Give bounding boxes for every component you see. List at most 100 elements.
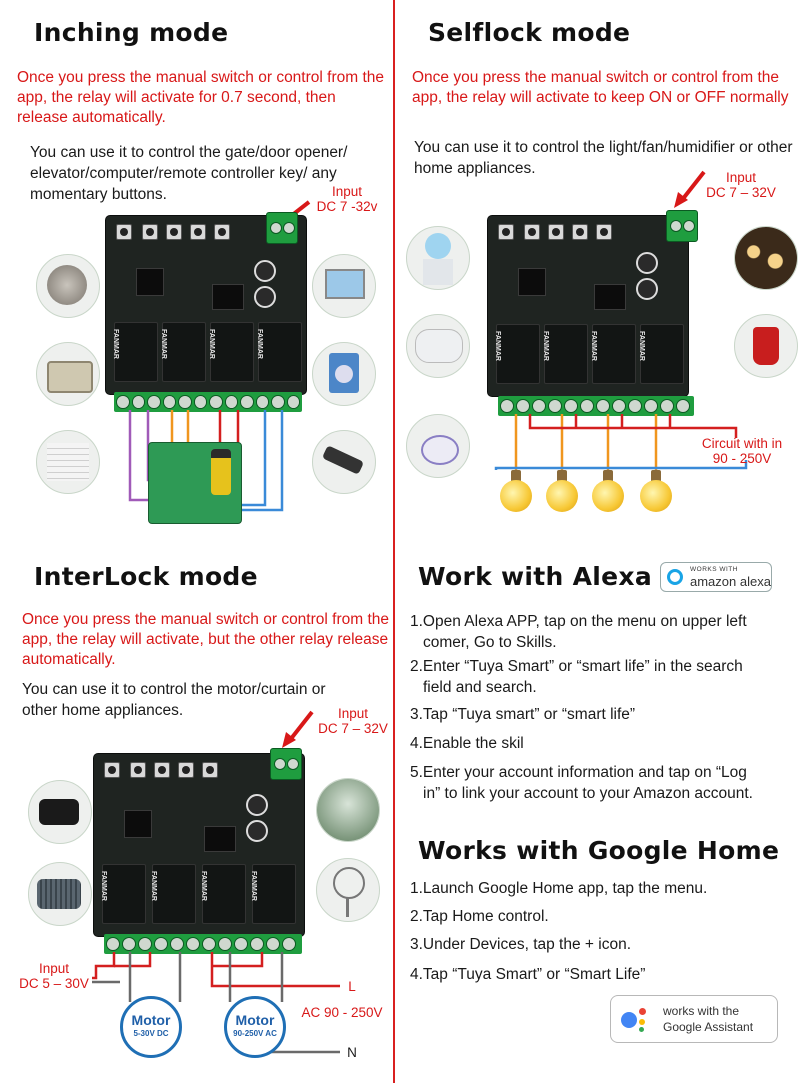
inching-title: Inching mode (34, 18, 229, 47)
selflock-wiring (494, 414, 748, 470)
ac-voltage-label: AC 90 - 250V (301, 1005, 383, 1020)
ac-motor-badge: Motor 90-250V AC (224, 996, 286, 1058)
relay-module: FANMAR (200, 864, 246, 924)
interlock-mode-section: InterLock mode Once you press the manual… (0, 540, 392, 1083)
board-capacitor (254, 260, 276, 282)
computer-image (312, 254, 376, 318)
board-controller-chip (594, 284, 626, 310)
ac-motor-image (28, 862, 92, 926)
sprinkler-image (316, 778, 380, 842)
alexa-step-1: 1.Open Alexa APP, tap on the menu on upp… (410, 613, 747, 651)
board-button (130, 762, 146, 778)
alexa-step-4: 4.Enable the skil (410, 735, 524, 752)
board-button (104, 762, 120, 778)
interlock-dc-input-label: Input DC 5 – 30V (19, 961, 89, 991)
inching-usage-text: You can use it to control the gate/door … (30, 144, 348, 203)
board-button (596, 224, 612, 240)
alexa-step-5: 5.Enter your account information and tap… (410, 764, 753, 802)
relay-module: FANMAR (590, 324, 636, 384)
relay-module: FANMAR (256, 322, 302, 382)
inching-red-description: Once you press the manual switch or cont… (17, 69, 384, 126)
board-button (214, 224, 230, 240)
relay-module: FANMAR (542, 324, 588, 384)
selflock-input-label: Input DC 7 – 32V (706, 170, 776, 200)
board-button (142, 224, 158, 240)
light-bulb-icon (592, 470, 624, 512)
remote-pcb (148, 442, 242, 524)
output-terminal-strip (498, 396, 694, 416)
interlock-input-label: Input DC 7 – 32V (318, 706, 388, 736)
relay-module: FANMAR (150, 864, 196, 924)
washing-machine-image (312, 342, 376, 406)
push-button-image (36, 254, 100, 318)
board-capacitor (636, 278, 658, 300)
light-bulb-icon (546, 470, 578, 512)
electric-kettle-image (734, 314, 798, 378)
interlock-red-description: Once you press the manual switch or cont… (22, 611, 389, 668)
battery-icon (211, 449, 231, 495)
google-step-2: 2.Tap Home control. (410, 908, 549, 925)
board-button (498, 224, 514, 240)
light-bulb-icon (640, 470, 672, 512)
board-button (572, 224, 588, 240)
selflock-red-description: Once you press the manual switch or cont… (412, 69, 789, 106)
relay-module: FANMAR (208, 322, 254, 382)
output-terminal-strip (104, 934, 302, 954)
center-divider (393, 0, 395, 1083)
board-wifi-chip (124, 810, 152, 838)
selflock-input-arrow-icon (674, 170, 706, 208)
google-step-1: 1.Launch Google Home app, tap the menu. (410, 880, 708, 897)
output-terminal-strip (114, 392, 302, 412)
alexa-title: Work with Alexa (418, 562, 653, 591)
water-dispenser-image (406, 226, 470, 290)
power-input-terminal (266, 212, 298, 244)
remote-controller-image (312, 430, 376, 494)
interlock-relay-board: FANMAR FANMAR FANMAR FANMAR (94, 754, 304, 936)
relay-module: FANMAR (100, 864, 146, 924)
interlock-input-arrow-icon (282, 710, 314, 748)
selflock-title: Selflock mode (428, 18, 631, 47)
ceiling-lamp-image (734, 226, 798, 290)
neutral-n-label: N (347, 1045, 357, 1060)
line-l-label: L (348, 979, 356, 994)
board-button (524, 224, 540, 240)
garage-door-image (36, 430, 100, 494)
board-controller-chip (204, 826, 236, 852)
relay-module: FANMAR (112, 322, 158, 382)
works-with-google-assistant-badge: works with the Google Assistant (610, 995, 778, 1043)
alexa-step-3: 3.Tap “Tuya smart” or “smart life” (410, 706, 636, 723)
alexa-step-2: 2.Enter “Tuya Smart” or “smart life” in … (410, 658, 743, 696)
relay-module: FANMAR (250, 864, 296, 924)
water-heater-image (406, 314, 470, 378)
interlock-title: InterLock mode (34, 562, 258, 591)
google-title: Works with Google Home (418, 836, 780, 865)
board-button (190, 224, 206, 240)
board-capacitor (636, 252, 658, 274)
fan-image (316, 858, 380, 922)
board-controller-chip (212, 284, 244, 310)
interlock-wiring (92, 952, 340, 1054)
board-button (548, 224, 564, 240)
selflock-circuit-label: Circuit with in 90 - 250V (701, 436, 783, 466)
alexa-ring-icon (667, 569, 683, 585)
relay-module: FANMAR (638, 324, 684, 384)
google-step-3: 3.Under Devices, tap the + icon. (410, 936, 631, 953)
relay-module: FANMAR (494, 324, 540, 384)
board-button (178, 762, 194, 778)
dc-motor-image (28, 780, 92, 844)
google-step-4: 4.Tap “Tuya Smart” or “Smart Life” (410, 966, 646, 983)
board-button (116, 224, 132, 240)
humidifier-image (406, 414, 470, 478)
board-button (166, 224, 182, 240)
inching-relay-board: FANMAR FANMAR FANMAR FANMAR (106, 216, 306, 394)
dc-motor-badge: Motor 5-30V DC (120, 996, 182, 1058)
power-input-terminal (666, 210, 698, 242)
works-with-alexa-badge: WORKS WITH amazon alexa (660, 562, 772, 592)
toaster-image (36, 342, 100, 406)
board-capacitor (246, 820, 268, 842)
inching-input-label: Input DC 7 -32v (316, 184, 378, 214)
selflock-usage-text: You can use it to control the light/fan/… (414, 139, 793, 177)
voice-assistant-section: Work with Alexa WORKS WITH amazon alexa … (396, 540, 800, 1083)
board-wifi-chip (518, 268, 546, 296)
interlock-usage-text: You can use it to control the motor/curt… (22, 681, 326, 719)
